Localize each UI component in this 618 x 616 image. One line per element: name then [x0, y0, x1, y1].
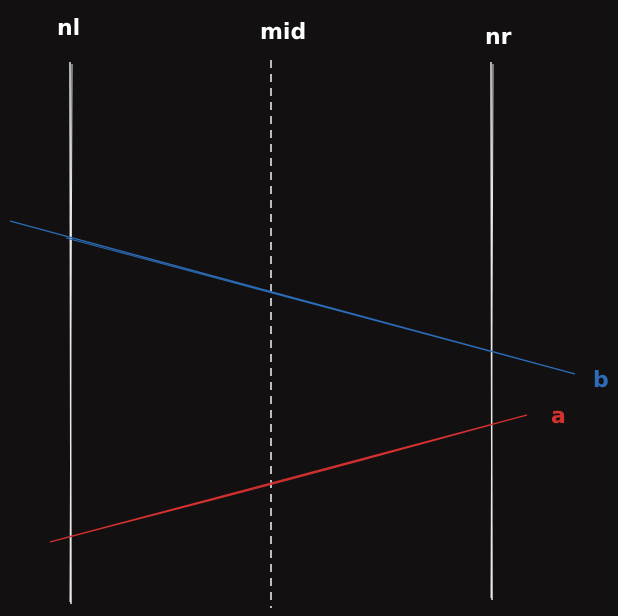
nl-line — [69, 61, 73, 605]
label-mid: mid — [260, 20, 306, 45]
label-a: a — [551, 404, 566, 429]
label-nl: nl — [57, 16, 80, 41]
nr-line — [490, 61, 494, 601]
line-a — [49, 414, 528, 543]
line-b — [9, 220, 576, 375]
label-nr: nr — [485, 25, 512, 50]
label-b: b — [593, 368, 609, 393]
